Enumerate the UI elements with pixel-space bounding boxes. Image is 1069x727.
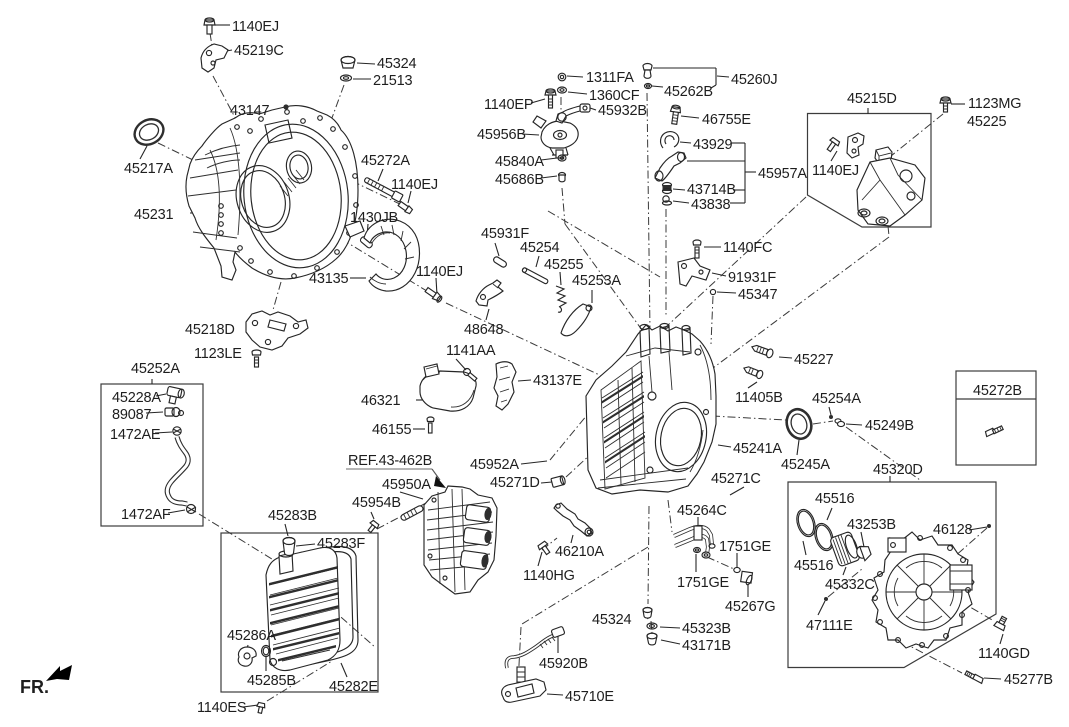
svg-text:45253A: 45253A bbox=[572, 273, 621, 289]
svg-text:45249B: 45249B bbox=[865, 418, 914, 434]
svg-text:1472AF: 1472AF bbox=[121, 507, 171, 523]
svg-text:45931F: 45931F bbox=[481, 226, 529, 242]
svg-text:1123LE: 1123LE bbox=[194, 346, 242, 362]
svg-text:45282E: 45282E bbox=[329, 679, 378, 695]
svg-text:43838: 43838 bbox=[691, 197, 730, 213]
svg-text:47111E: 47111E bbox=[806, 618, 853, 634]
svg-text:45219C: 45219C bbox=[234, 43, 284, 59]
svg-text:45264C: 45264C bbox=[677, 503, 727, 519]
svg-text:46755E: 46755E bbox=[702, 112, 751, 128]
svg-text:45267G: 45267G bbox=[725, 599, 775, 615]
svg-text:45952A: 45952A bbox=[470, 457, 519, 473]
svg-text:1140ES: 1140ES bbox=[197, 700, 246, 716]
svg-text:1141AA: 1141AA bbox=[446, 343, 496, 359]
svg-text:45252A: 45252A bbox=[131, 361, 180, 377]
svg-text:45347: 45347 bbox=[738, 287, 777, 303]
svg-text:45231: 45231 bbox=[134, 207, 173, 223]
svg-text:1311FA: 1311FA bbox=[586, 70, 634, 86]
svg-text:43714B: 43714B bbox=[687, 182, 736, 198]
svg-text:48648: 48648 bbox=[464, 322, 503, 338]
svg-text:45954B: 45954B bbox=[352, 495, 401, 511]
svg-text:43135: 43135 bbox=[309, 271, 348, 287]
svg-text:1140EJ: 1140EJ bbox=[232, 19, 279, 35]
svg-text:1140GD: 1140GD bbox=[978, 646, 1030, 662]
svg-text:89087: 89087 bbox=[112, 407, 151, 423]
svg-text:46210A: 46210A bbox=[555, 544, 604, 560]
svg-text:45323B: 45323B bbox=[682, 621, 731, 637]
svg-text:45217A: 45217A bbox=[124, 161, 173, 177]
svg-text:1123MG: 1123MG bbox=[968, 96, 1021, 112]
svg-text:FR.: FR. bbox=[20, 677, 49, 697]
svg-text:45262B: 45262B bbox=[664, 84, 713, 100]
svg-text:45283F: 45283F bbox=[317, 536, 365, 552]
svg-text:45225: 45225 bbox=[967, 114, 1006, 130]
svg-text:45255: 45255 bbox=[544, 257, 583, 273]
svg-text:45254A: 45254A bbox=[812, 391, 861, 407]
svg-text:1140FC: 1140FC bbox=[723, 240, 772, 256]
svg-text:45272A: 45272A bbox=[361, 153, 410, 169]
svg-text:45516: 45516 bbox=[815, 491, 854, 507]
svg-text:45686B: 45686B bbox=[495, 172, 544, 188]
svg-text:45241A: 45241A bbox=[733, 441, 782, 457]
svg-text:45516: 45516 bbox=[794, 558, 833, 574]
svg-text:45710E: 45710E bbox=[565, 689, 614, 705]
svg-text:45285B: 45285B bbox=[247, 673, 296, 689]
svg-text:46321: 46321 bbox=[361, 393, 400, 409]
svg-text:46128: 46128 bbox=[933, 522, 972, 538]
svg-text:45254: 45254 bbox=[520, 240, 559, 256]
svg-text:45332C: 45332C bbox=[825, 577, 875, 593]
svg-text:43929: 43929 bbox=[693, 137, 732, 153]
svg-text:45272B: 45272B bbox=[973, 383, 1022, 399]
svg-text:45932B: 45932B bbox=[598, 103, 647, 119]
svg-text:1140EJ: 1140EJ bbox=[812, 163, 859, 179]
svg-text:45920B: 45920B bbox=[539, 656, 588, 672]
svg-text:1140HG: 1140HG bbox=[523, 568, 575, 584]
svg-text:45271C: 45271C bbox=[711, 471, 761, 487]
svg-text:1751GE: 1751GE bbox=[677, 575, 730, 591]
svg-text:45283B: 45283B bbox=[268, 508, 317, 524]
svg-text:REF.43-462B: REF.43-462B bbox=[348, 453, 432, 469]
svg-text:45286A: 45286A bbox=[227, 628, 276, 644]
svg-text:45320D: 45320D bbox=[873, 462, 923, 478]
svg-text:11405B: 11405B bbox=[735, 390, 783, 406]
svg-text:45950A: 45950A bbox=[382, 477, 431, 493]
svg-text:45956B: 45956B bbox=[477, 127, 526, 143]
svg-text:91931F: 91931F bbox=[728, 270, 776, 286]
svg-text:1751GE: 1751GE bbox=[719, 539, 772, 555]
svg-text:45228A: 45228A bbox=[112, 390, 161, 406]
svg-text:45227: 45227 bbox=[794, 352, 833, 368]
svg-text:43253B: 43253B bbox=[847, 517, 896, 533]
svg-text:1140EP: 1140EP bbox=[484, 97, 533, 113]
svg-text:45840A: 45840A bbox=[495, 154, 544, 170]
svg-text:21513: 21513 bbox=[373, 73, 412, 89]
svg-text:1140EJ: 1140EJ bbox=[391, 177, 438, 193]
svg-text:45277B: 45277B bbox=[1004, 672, 1053, 688]
svg-text:45324: 45324 bbox=[377, 56, 416, 72]
svg-text:45324: 45324 bbox=[592, 612, 631, 628]
svg-text:1430JB: 1430JB bbox=[350, 210, 398, 226]
svg-text:1360CF: 1360CF bbox=[589, 88, 640, 104]
svg-text:45957A: 45957A bbox=[758, 166, 807, 182]
svg-text:45218D: 45218D bbox=[185, 322, 235, 338]
svg-text:1140EJ: 1140EJ bbox=[416, 264, 463, 280]
svg-text:45260J: 45260J bbox=[731, 72, 777, 88]
svg-text:43171B: 43171B bbox=[682, 638, 731, 654]
svg-text:1472AE: 1472AE bbox=[110, 427, 161, 443]
svg-text:43137E: 43137E bbox=[533, 373, 582, 389]
svg-text:45271D: 45271D bbox=[490, 475, 540, 491]
svg-text:43147: 43147 bbox=[230, 103, 269, 119]
svg-text:45245A: 45245A bbox=[781, 457, 830, 473]
svg-text:45215D: 45215D bbox=[847, 91, 897, 107]
svg-text:46155: 46155 bbox=[372, 422, 411, 438]
